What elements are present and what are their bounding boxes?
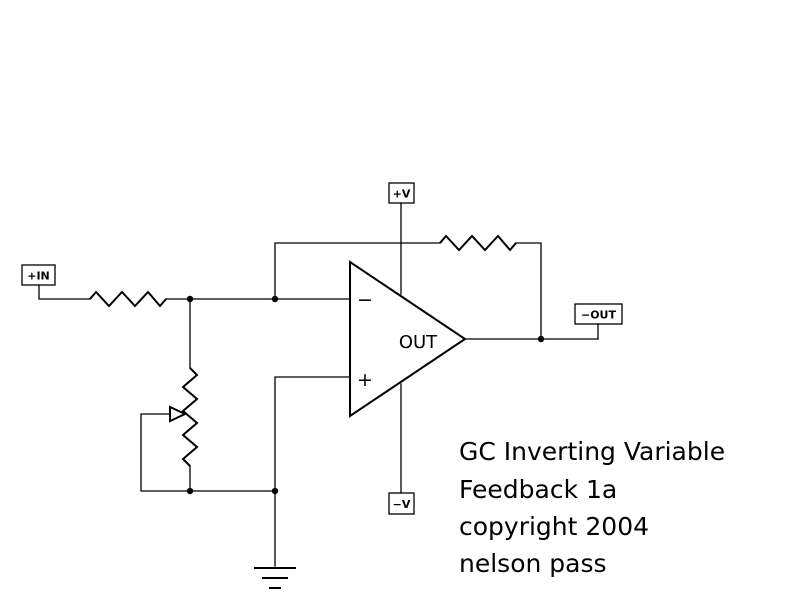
port-plus-v: +V (388, 182, 415, 204)
feedback-resistor (439, 234, 517, 252)
caption-line-3: copyright 2004 (459, 512, 649, 541)
caption-line-1: GC Inverting Variable (459, 437, 725, 466)
junction-dot (186, 295, 194, 303)
port-plus-v-label: +V (393, 188, 411, 201)
port-minus-v: −V (388, 492, 415, 515)
potentiometer (169, 367, 199, 467)
potentiometer-wiper-arrow (169, 405, 188, 423)
input-resistor (89, 290, 167, 308)
junction-dot (186, 487, 194, 495)
op-amp-noninverting-sign: + (357, 369, 373, 391)
port-minus-out: −OUT (574, 303, 623, 325)
junctions (186, 295, 545, 495)
junction-dot (537, 335, 545, 343)
op-amp: − + OUT (349, 260, 467, 418)
caption-line-4: nelson pass (459, 549, 607, 578)
caption-line-2: Feedback 1a (459, 475, 617, 504)
wires (38, 202, 599, 567)
op-amp-output-label: OUT (399, 332, 438, 353)
junction-dot (271, 295, 279, 303)
port-plus-in-label: +IN (27, 270, 50, 283)
op-amp-inverting-sign: − (357, 289, 373, 311)
port-minus-v-label: −V (393, 498, 411, 511)
junction-dot (271, 487, 279, 495)
ground-icon (254, 567, 296, 589)
caption: GC Inverting Variable Feedback 1a copyri… (459, 437, 725, 578)
port-plus-in: +IN (21, 264, 56, 286)
port-minus-out-label: −OUT (581, 309, 617, 322)
